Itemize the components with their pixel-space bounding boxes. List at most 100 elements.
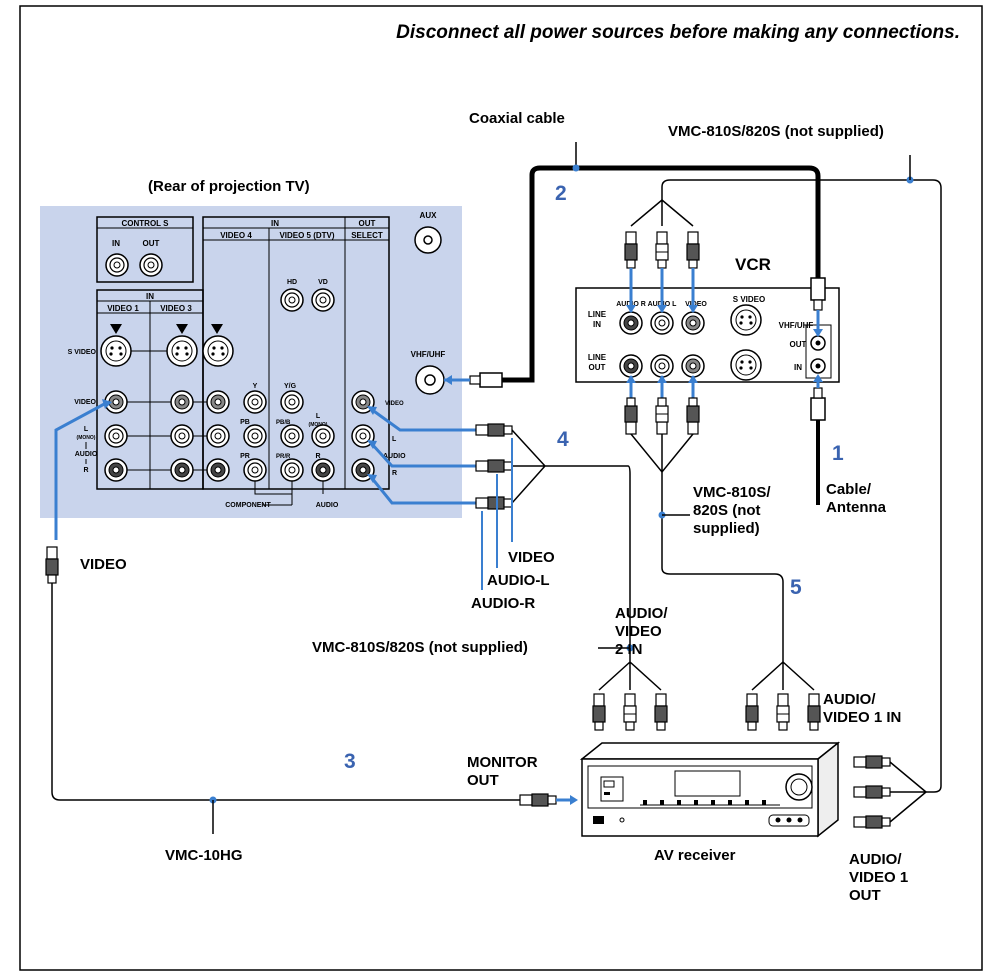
video5-l-label: L (316, 413, 321, 420)
vcr-line-in-audio-l-plug (655, 231, 669, 269)
tv-vhf-uhf-label: VHF/UHF (411, 350, 446, 359)
control-s-label: CONTROL S (122, 219, 170, 228)
av1-in-fan (751, 661, 815, 691)
video4-video-jack (206, 390, 230, 414)
step-1: 1 (832, 442, 844, 465)
vmc-vcr-cable (661, 472, 784, 662)
vcr-in-audio-r-jack (619, 311, 643, 335)
out-l-label: L (392, 436, 397, 443)
video1-audio-r-jack (104, 458, 128, 482)
tv-out-video-plug (475, 423, 513, 437)
video3-audio-l-jack (170, 424, 194, 448)
prr-label: PR/R (276, 454, 291, 460)
svideo1-jack (100, 335, 132, 367)
av1-out-plug-2 (853, 785, 891, 799)
av1-out-plug-1 (853, 755, 891, 769)
video5-label: VIDEO 5 (DTV) (279, 231, 334, 240)
hd-jack (280, 288, 304, 312)
prr-jack (280, 458, 304, 482)
control-s-out-label: OUT (143, 239, 160, 248)
vcr-line-out-label-1: LINE (588, 353, 607, 362)
vcr-out-label: OUT (790, 340, 807, 349)
control-s-in-label: IN (112, 239, 120, 248)
av1-out-label-1: AUDIO/ (849, 851, 902, 868)
cable-antenna-label-2: Antenna (826, 499, 887, 516)
coax-plug-vcr (810, 277, 826, 311)
hd-label: HD (287, 279, 297, 286)
audio-row-label: AUDIO (75, 451, 98, 458)
vcr-label: VCR (735, 255, 771, 274)
vmc-vcr-label-3: supplied) (693, 520, 760, 537)
video5-audio-label: AUDIO (316, 502, 339, 509)
svideo3-arrow (176, 324, 188, 334)
tv-out-audio-r-plug (475, 496, 513, 510)
vmc-vcr-label-1: VMC-810S/ (693, 484, 771, 501)
pbb-jack (280, 424, 304, 448)
page-frame (19, 5, 983, 971)
s-video-row-label: S VIDEO (68, 349, 97, 356)
vcr-line-in-audio-r-plug (624, 231, 638, 269)
video4-audio-l-jack (206, 424, 230, 448)
av1-out-plug-3 (853, 815, 891, 829)
av1-in-plug-1 (745, 693, 759, 731)
vd-jack (311, 288, 335, 312)
vcr-line-out-audio-l-plug (655, 397, 669, 435)
video5-r-label: R (315, 453, 320, 460)
audio-l-label: AUDIO-L (487, 572, 550, 589)
coaxial-cable (500, 165, 821, 383)
av1-in-plug-2 (776, 693, 790, 731)
component-label: COMPONENT (225, 502, 271, 509)
select-label: SELECT (351, 231, 383, 240)
vmc-top-right-label: VMC-810S/820S (not supplied) (668, 123, 884, 140)
vcr-vhf-uhf-label: VHF/UHF (779, 321, 814, 330)
pbb-label: PB/B (276, 420, 291, 426)
av1-in-label-1: AUDIO/ (823, 691, 876, 708)
cable-antenna-label-1: Cable/ (826, 481, 872, 498)
coax-plug-tv (469, 372, 503, 388)
av2-in-fan (598, 648, 662, 691)
rear-of-tv-label: (Rear of projection TV) (148, 178, 310, 195)
av1-out-label-2: VIDEO 1 (849, 869, 908, 886)
video3-label: VIDEO 3 (160, 304, 192, 313)
control-s-out-jack (139, 253, 163, 277)
svideo3-jack (166, 335, 198, 367)
av-receiver-label: AV receiver (654, 847, 736, 864)
step-4: 4 (557, 428, 569, 451)
av-receiver-side (817, 741, 839, 838)
svideo4-jack (202, 335, 234, 367)
video-row-label: VIDEO (74, 399, 96, 406)
pb-jack (243, 424, 267, 448)
vmc-mid-fan (511, 429, 631, 648)
pb-label: PB (240, 419, 250, 426)
out-audio-label: AUDIO (383, 453, 406, 460)
monitor-out-label-2: OUT (467, 772, 499, 789)
vmc-top-fan (630, 199, 694, 227)
vmc-10hg-label: VMC-10HG (165, 847, 243, 864)
video1-label: VIDEO 1 (107, 304, 139, 313)
pr-label: PR (240, 453, 250, 460)
tv-out-audio-l-plug (475, 459, 513, 473)
av1-out-fan (889, 761, 927, 823)
av1-in-plug-3 (807, 693, 821, 731)
video3-audio-r-jack (170, 458, 194, 482)
step-2: 2 (555, 182, 567, 205)
y-jack (243, 390, 267, 414)
monitor-out-label-1: MONITOR (467, 754, 538, 771)
audio-r-label: AUDIO-R (471, 595, 535, 612)
video3-video-jack (170, 390, 194, 414)
control-s-box (96, 216, 194, 283)
vcr-line-out-audio-r-plug (624, 397, 638, 435)
vcr-video-label: VIDEO (685, 301, 707, 308)
video-label: VIDEO (80, 556, 127, 573)
vmc-10hg-cable (51, 583, 520, 801)
av2-in-label-2: VIDEO (615, 623, 662, 640)
antenna-plug (810, 387, 826, 421)
component-bracket (254, 481, 293, 495)
vcr-in-label: IN (794, 363, 802, 372)
warning-text: Disconnect all power sources before maki… (396, 22, 960, 43)
video5-audio-r-jack (311, 458, 335, 482)
step-3: 3 (344, 750, 356, 773)
in-left-label: IN (146, 292, 154, 301)
